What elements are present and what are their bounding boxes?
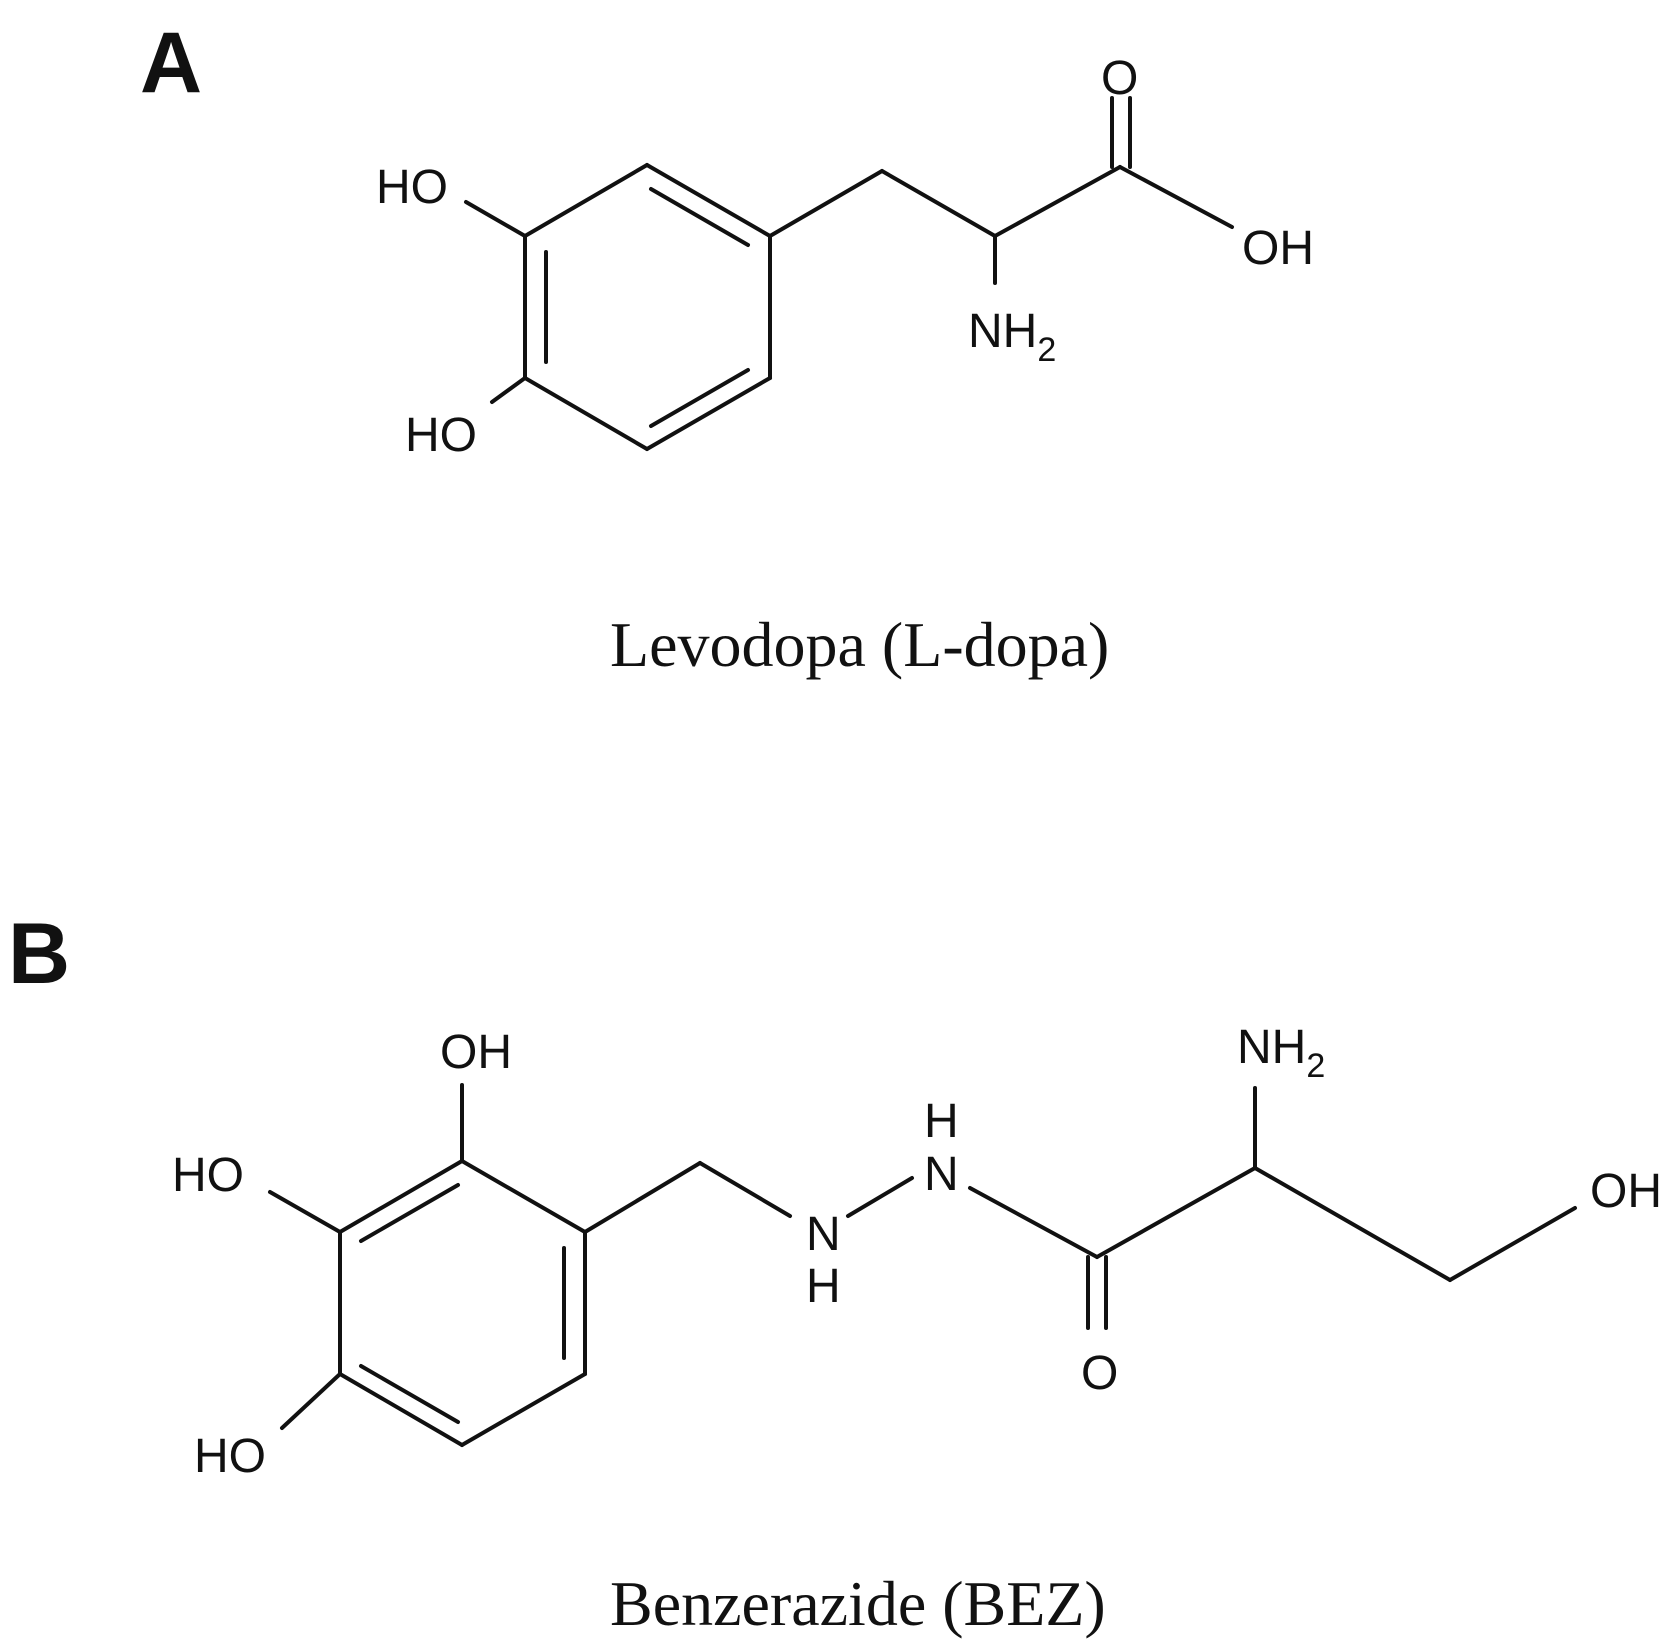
bond-co-ca [1095,1166,1257,1259]
ring-a-double-1 [649,187,750,247]
ring-a-bond-6 [523,163,649,238]
bond-c-oh [1118,165,1234,229]
panel-b-caption: Benzerazide (BEZ) [610,1568,1106,1639]
atom-b-amine: NH2 [1237,1021,1325,1085]
atom-b-terminal-oh: OH [1590,1165,1662,1218]
atom-a-carbonyl-o: O [1101,52,1138,105]
bond-ch2-ca [880,169,997,238]
ring-b-bond-4 [338,1372,464,1447]
bond-ho-bottom [490,376,527,404]
benzerazide-bonds [268,1083,1577,1447]
ring-a-double-2 [649,368,750,428]
atom-b-oh-top: OH [440,1026,512,1079]
bond-ho-bottom [280,1372,342,1430]
atom-b-h-lower: H [806,1260,841,1313]
panel-b: B [8,906,1662,1639]
benzerazide-atoms: OH HO HO N H H N O NH2 OH [172,1021,1662,1483]
ring-b-double-1 [359,1183,460,1243]
panel-b-label: B [8,906,70,1002]
atom-b-ho-left: HO [172,1149,244,1202]
levodopa-bonds [464,96,1234,451]
atom-a-ho-top: HO [376,161,448,214]
bond-nh-nh [846,1176,914,1218]
bond-ca-cooh [993,165,1122,238]
bond-ho-top [464,200,527,238]
bond-ch2-oh [1448,1206,1577,1282]
atom-a-amine: NH2 [968,305,1056,369]
atom-a-ho-bottom: HO [405,409,477,462]
ring-b-bond-3 [460,1372,587,1447]
atom-b-n-upper: N [924,1148,959,1201]
ring-a-bond-4 [523,376,649,451]
ring-b-bond-1 [460,1159,587,1234]
atom-b-carbonyl-o: O [1081,1347,1118,1400]
ring-b-double-3 [359,1364,460,1424]
atom-b-n-lower: N [806,1208,841,1261]
panel-a: A HO HO O [140,15,1314,680]
bond-ca-ch2 [1253,1166,1452,1282]
bond-ring-ch2 [583,1161,702,1234]
bond-ch2-nh [698,1161,792,1218]
atom-b-h-upper: H [924,1095,959,1148]
bond-ring-ch2 [768,169,884,238]
atom-b-ho-bottom: HO [194,1430,266,1483]
bond-ho-left [268,1190,342,1234]
panel-a-label: A [140,15,202,111]
ring-b-bond-6 [338,1159,464,1234]
ring-a-bond-1 [645,163,772,238]
panel-a-caption: Levodopa (L-dopa) [610,609,1109,680]
ring-a-bond-3 [645,376,772,451]
atom-a-acid-oh: OH [1242,222,1314,275]
bond-nh-co [968,1186,1099,1259]
levodopa-atoms: HO HO O OH NH2 [376,52,1314,462]
